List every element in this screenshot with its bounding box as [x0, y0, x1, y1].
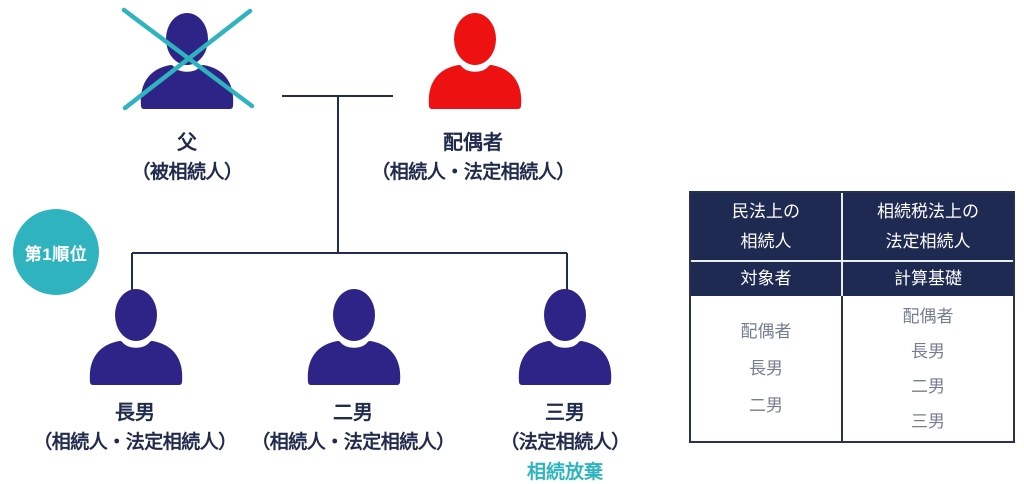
table-row: 長男: [749, 359, 783, 378]
civil-law-heir-list: 配偶者 長男 二男: [691, 296, 843, 441]
spouse-person-icon: [428, 13, 522, 109]
table-row: 二男: [911, 376, 945, 396]
table-row: 二男: [749, 396, 783, 415]
deceased-cross-icon: [121, 7, 255, 111]
second-son-role: （相続人・法定相続人）: [251, 432, 455, 453]
eldest-son-label: 長男 （相続人・法定相続人）: [15, 398, 255, 458]
third-son-label: 三男 （法定相続人） 相続放棄: [445, 398, 685, 484]
table-header: 民法上の 相続人 相続税法上の 法定相続人 対象者 計算基礎: [691, 193, 1013, 296]
header-tax-law-line1: 相続税法上の: [877, 201, 979, 221]
third-son-person-icon: [518, 289, 612, 385]
table-header-row-1: 民法上の 相続人 相続税法上の 法定相続人: [691, 193, 1013, 262]
header-civil-law-heir: 民法上の 相続人: [691, 193, 843, 260]
eldest-son-figure: [81, 288, 191, 388]
heir-comparison-table: 民法上の 相続人 相続税法上の 法定相続人 対象者 計算基礎 配偶者 長男 二男…: [689, 191, 1015, 443]
spouse-name: 配偶者: [443, 132, 503, 154]
third-son-role: （法定相続人）: [500, 432, 630, 453]
subheader-calc-basis: 計算基礎: [894, 269, 962, 288]
table-row: 配偶者: [902, 306, 954, 326]
header-tax-law-heir: 相続税法上の 法定相続人: [843, 193, 1013, 260]
second-son-label: 二男 （相続人・法定相続人）: [233, 398, 473, 458]
subheader-target: 対象者: [691, 262, 843, 296]
header-civil-law-line1: 民法上の: [732, 201, 800, 221]
third-son-renunciation-note: 相続放棄: [526, 462, 603, 483]
header-tax-law-line2: 法定相続人: [885, 231, 971, 251]
spouse-role: （相続人・法定相続人）: [371, 162, 575, 183]
spouse-figure: [420, 12, 530, 112]
table-row: 長男: [911, 341, 945, 361]
third-son-figure: [510, 288, 620, 388]
third-son-name: 三男: [545, 402, 585, 424]
eldest-son-person-icon: [89, 289, 183, 385]
tax-law-heir-list: 配偶者 長男 二男 三男: [843, 296, 1013, 441]
rank-1-badge-label: 第1順位: [24, 244, 88, 264]
second-son-person-icon: [307, 289, 401, 385]
second-son-figure: [299, 288, 409, 388]
second-son-name: 二男: [333, 402, 373, 424]
father-figure: [121, 7, 255, 112]
table-row: 配偶者: [740, 322, 792, 341]
header-civil-law-line2: 相続人: [740, 231, 792, 251]
table-row: 三男: [911, 411, 945, 431]
rank-1-badge: 第1順位: [13, 209, 99, 295]
father-role: （被相続人）: [131, 162, 243, 183]
father-label: 父 （被相続人）: [87, 128, 287, 188]
eldest-son-name: 長男: [115, 402, 155, 424]
father-name: 父: [177, 132, 197, 154]
table-body: 配偶者 長男 二男 配偶者 長男 二男 三男: [691, 296, 1013, 441]
spouse-label: 配偶者 （相続人・法定相続人）: [348, 128, 598, 188]
eldest-son-role: （相続人・法定相続人）: [33, 432, 237, 453]
table-header-row-2: 対象者 計算基礎: [691, 262, 1013, 296]
